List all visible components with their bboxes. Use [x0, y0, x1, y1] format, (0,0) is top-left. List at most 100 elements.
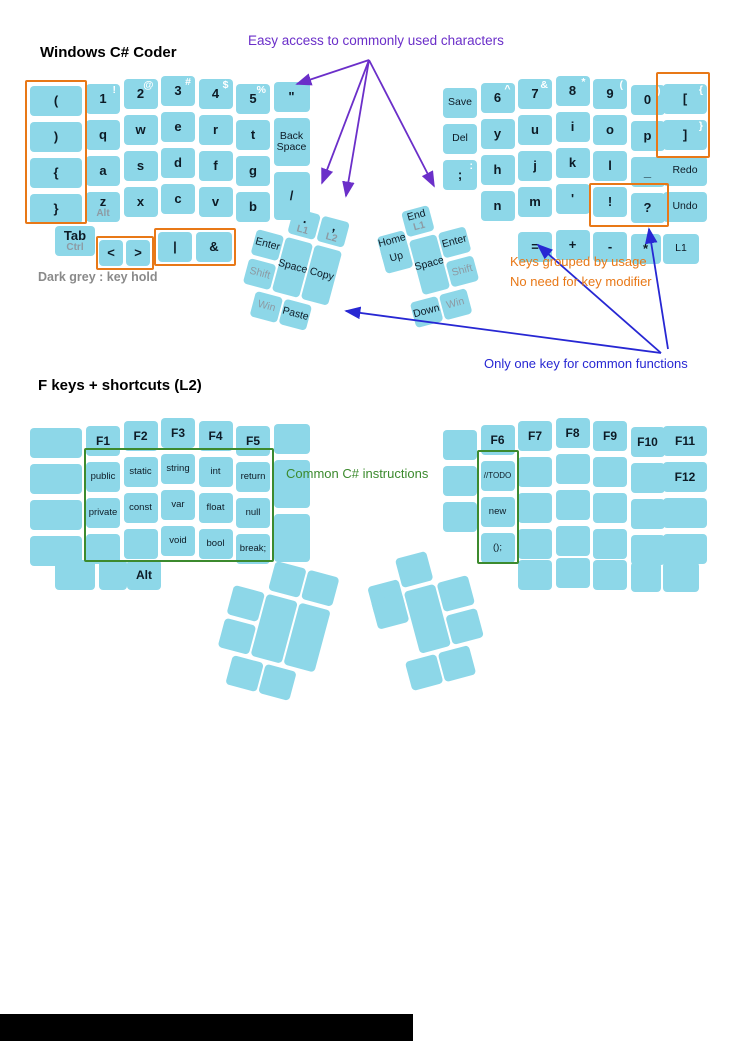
key-blank [518, 560, 552, 590]
key-f: f [198, 151, 233, 181]
key-blank [437, 645, 477, 683]
key-p: p [630, 121, 665, 151]
annotation-easy-access: Easy access to commonly used characters [248, 33, 504, 48]
purple-arrow-4 [368, 59, 435, 188]
key-f7: F7 [518, 421, 552, 451]
key-back-space: Back Space [273, 118, 310, 166]
key-float: float [198, 493, 233, 523]
layer2-title: F keys + shortcuts (L2) [38, 377, 202, 394]
key-a: a [86, 156, 120, 186]
key-blank [630, 535, 665, 565]
key-blank [300, 569, 340, 607]
key-3: #3 [161, 76, 195, 106]
layer1-title: Windows C# Coder [40, 44, 177, 61]
key-f10: F10 [630, 427, 665, 457]
key-q: q [86, 120, 120, 150]
key-l: l [593, 151, 627, 181]
key-ampersand: & [196, 232, 232, 262]
key-shift: Shift [445, 255, 480, 288]
key-f4: F4 [198, 421, 233, 451]
key-blank [663, 498, 707, 528]
annotation-keys-grouped: Keys grouped by usage [510, 254, 647, 269]
key-blank [225, 654, 264, 693]
key-blank [394, 550, 434, 589]
key-s: s [123, 151, 158, 181]
key-blank [555, 490, 590, 520]
key-8: *8 [555, 76, 590, 106]
key-t: t [236, 120, 270, 150]
key-alt: Alt [127, 560, 161, 590]
key-j: j [518, 151, 552, 181]
key-up: Up [379, 241, 414, 275]
orange-highlight-box-1 [25, 80, 87, 224]
key-new: new [480, 497, 515, 527]
key-f9: F9 [593, 421, 627, 451]
key-r: r [198, 115, 233, 145]
key-close-bracket: }] [663, 120, 707, 150]
key-break: break; [236, 534, 270, 564]
key-i: i [555, 112, 590, 142]
key-f11: F11 [663, 426, 707, 456]
key-f2: F2 [123, 421, 158, 451]
key-k: k [555, 148, 590, 178]
key-public: public [86, 462, 120, 492]
key-blank [445, 607, 484, 646]
key-blank [630, 499, 665, 529]
key-redo: Redo [663, 156, 707, 186]
key-x: x [123, 187, 158, 217]
key-win: Win [438, 288, 473, 321]
orange-highlight-box-2 [96, 236, 154, 270]
purple-arrow-2 [321, 59, 370, 185]
purple-arrow-1 [295, 59, 370, 86]
key-blank [99, 560, 127, 590]
key-f1: F1 [86, 426, 120, 456]
key-blank [555, 526, 590, 556]
key-blank [443, 466, 477, 496]
key-blank [630, 562, 661, 592]
key-y: y [480, 119, 515, 149]
key-del: Del [443, 124, 477, 154]
key-blank [555, 454, 590, 484]
key-down: Down [409, 295, 444, 329]
key-blank [370, 592, 410, 630]
key-e: e [161, 112, 195, 142]
key-4: $4 [198, 79, 233, 109]
key-blank [443, 502, 477, 532]
key-pipe: | [158, 232, 192, 262]
key-underscore: _ [630, 157, 665, 187]
key-undo: Undo [663, 192, 707, 222]
key-greater-than: > [126, 240, 150, 266]
orange-highlight-box-3 [154, 228, 236, 266]
key-blank [217, 617, 257, 655]
key-paste: Paste [278, 298, 313, 331]
key-blank [443, 430, 477, 460]
key-static: static [123, 457, 158, 487]
key-shift: Shift [242, 257, 277, 291]
key-f5: F5 [236, 426, 270, 456]
key-blank [30, 500, 82, 530]
purple-arrow-3 [342, 59, 370, 198]
annotation-common-csharp: Common C# instructions [286, 466, 429, 481]
key-exclamation: ! [593, 187, 627, 217]
key-f12: F12 [663, 462, 707, 492]
key-blank [518, 457, 552, 487]
key-blank [404, 653, 444, 692]
key-blank [436, 574, 476, 613]
key-blank [273, 514, 310, 562]
key-blank [555, 558, 590, 588]
key-open-bracket: {[ [663, 84, 707, 114]
key-blank [30, 464, 82, 494]
footer-bar [0, 1014, 413, 1041]
key-win: Win [249, 290, 284, 324]
key-save: Save [443, 88, 477, 118]
key-comma: ,L2 [316, 215, 351, 248]
key-blank [593, 529, 627, 559]
key-const: const [123, 493, 158, 523]
key-todo-comment: //TODO [480, 461, 515, 491]
key-blank [258, 663, 297, 701]
key-0: )0 [630, 85, 665, 115]
key-bool: bool [198, 529, 233, 559]
key-d: d [161, 148, 195, 178]
